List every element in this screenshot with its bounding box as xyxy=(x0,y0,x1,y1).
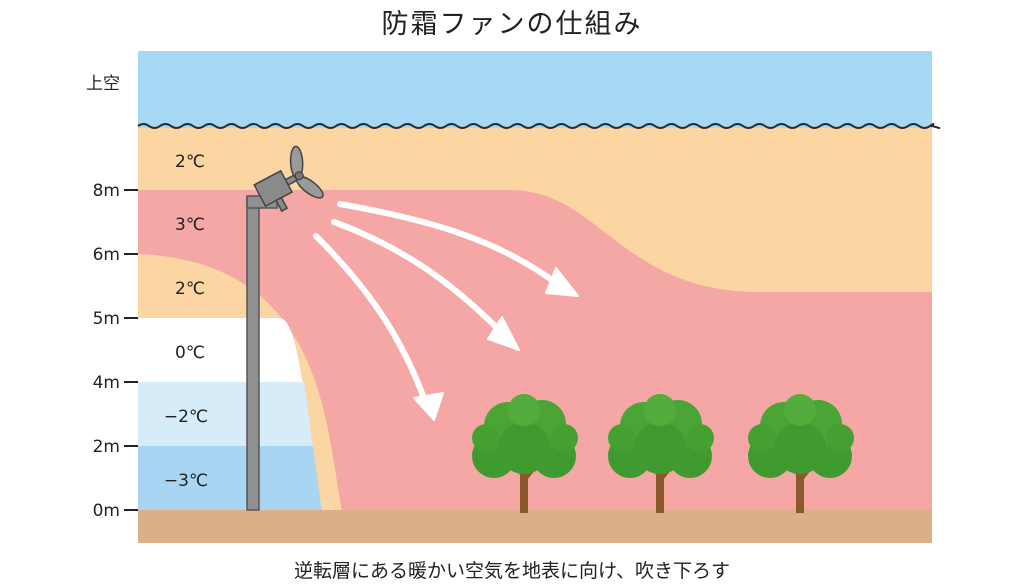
height-axis: 8m 6m 5m 4m 2m 0m xyxy=(93,181,138,521)
temperature-labels: 2℃ 3℃ 2℃ 0℃ −2℃ −3℃ xyxy=(164,152,208,491)
temp-label-top: 2℃ xyxy=(175,152,205,172)
tick-label-4m: 4m xyxy=(93,373,120,393)
fan-pole xyxy=(246,197,260,511)
tick-label-2m: 2m xyxy=(93,437,120,457)
diagram-title: 防霜ファンの仕組み xyxy=(381,9,643,40)
temp-label-minus3: −3℃ xyxy=(164,471,208,491)
tick-label-5m: 5m xyxy=(93,309,120,329)
fan-icon xyxy=(253,145,324,213)
airflow-arrow-icon xyxy=(313,233,444,421)
ground xyxy=(138,510,932,543)
sky-label: 上空 xyxy=(86,74,120,94)
diagram-caption: 逆転層にある暖かい空気を地表に向け、吹き下ろす xyxy=(293,560,731,582)
tick-label-0m: 0m xyxy=(93,501,120,521)
sky-layer xyxy=(138,51,932,131)
airflow-arrow-icon xyxy=(331,219,520,351)
airflow-arrows xyxy=(313,201,579,421)
temp-label-minus2: −2℃ xyxy=(164,407,208,427)
sky-boundary-wave xyxy=(137,123,941,129)
temp-label-inversion: 3℃ xyxy=(175,215,205,235)
warm-inversion-layer xyxy=(138,190,932,512)
airflow-arrow-icon xyxy=(337,201,579,297)
temp-label-lower-warm: 2℃ xyxy=(175,279,205,299)
cold-minus3c-layer xyxy=(138,446,322,512)
frost-fan xyxy=(246,145,324,511)
tick-label-6m: 6m xyxy=(93,245,120,265)
tick-label-8m: 8m xyxy=(93,181,120,201)
temp-label-zero: 0℃ xyxy=(175,343,205,363)
